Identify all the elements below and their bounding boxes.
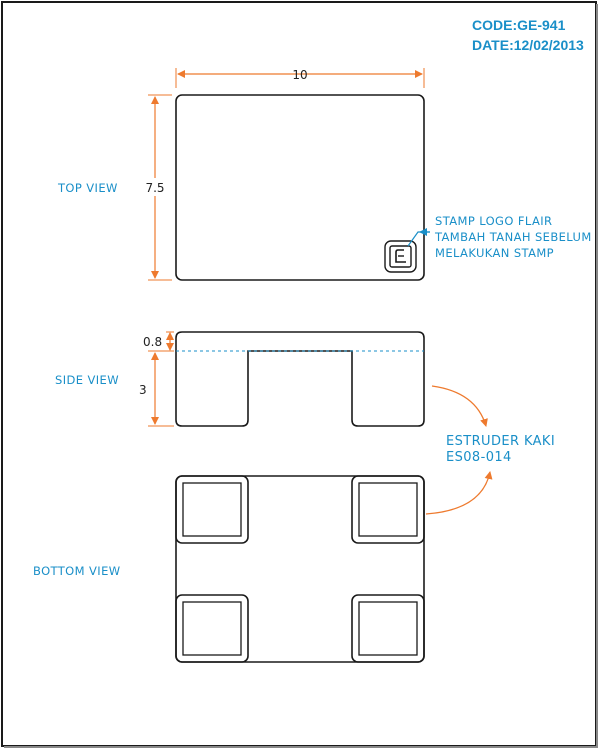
pad-bottom-left — [175, 594, 249, 663]
stamp-leader-line — [407, 231, 430, 247]
stamp-note-line1: STAMP LOGO FLAIR — [435, 214, 552, 228]
extruder-arrow-to-side — [431, 385, 488, 427]
date-label: DATE:12/02/2013 — [472, 37, 584, 53]
extruder-note-line2: ES08-014 — [446, 450, 512, 465]
extruder-note-line1: ESTRUDER KAKI — [446, 434, 555, 449]
side-view-outline — [175, 331, 425, 427]
side-leg-value: 3 — [139, 383, 147, 397]
side-leg-text-bg — [138, 380, 150, 396]
pad-bottom-right — [351, 594, 425, 663]
top-width-value: 10 — [292, 68, 307, 82]
stamp-logo-icon — [384, 240, 417, 273]
code-label: CODE:GE-941 — [472, 17, 566, 33]
bottom-view-outline — [175, 475, 425, 663]
top-height-value: 7.5 — [145, 181, 164, 195]
top-height-text-bg — [144, 178, 166, 196]
side-view-label: SIDE VIEW — [55, 373, 119, 387]
top-view-outline — [175, 94, 425, 281]
extruder-arrow-to-bottom — [425, 471, 493, 515]
pad-top-left — [175, 475, 249, 544]
side-top-value: 0.8 — [143, 335, 162, 349]
bottom-view-label: BOTTOM VIEW — [33, 564, 121, 578]
top-view-label: TOP VIEW — [57, 181, 118, 195]
stamp-note-line3: MELAKUKAN STAMP — [435, 246, 554, 260]
stamp-note-line2: TAMBAH TANAH SEBELUM — [434, 230, 592, 244]
pad-top-right — [351, 475, 425, 544]
